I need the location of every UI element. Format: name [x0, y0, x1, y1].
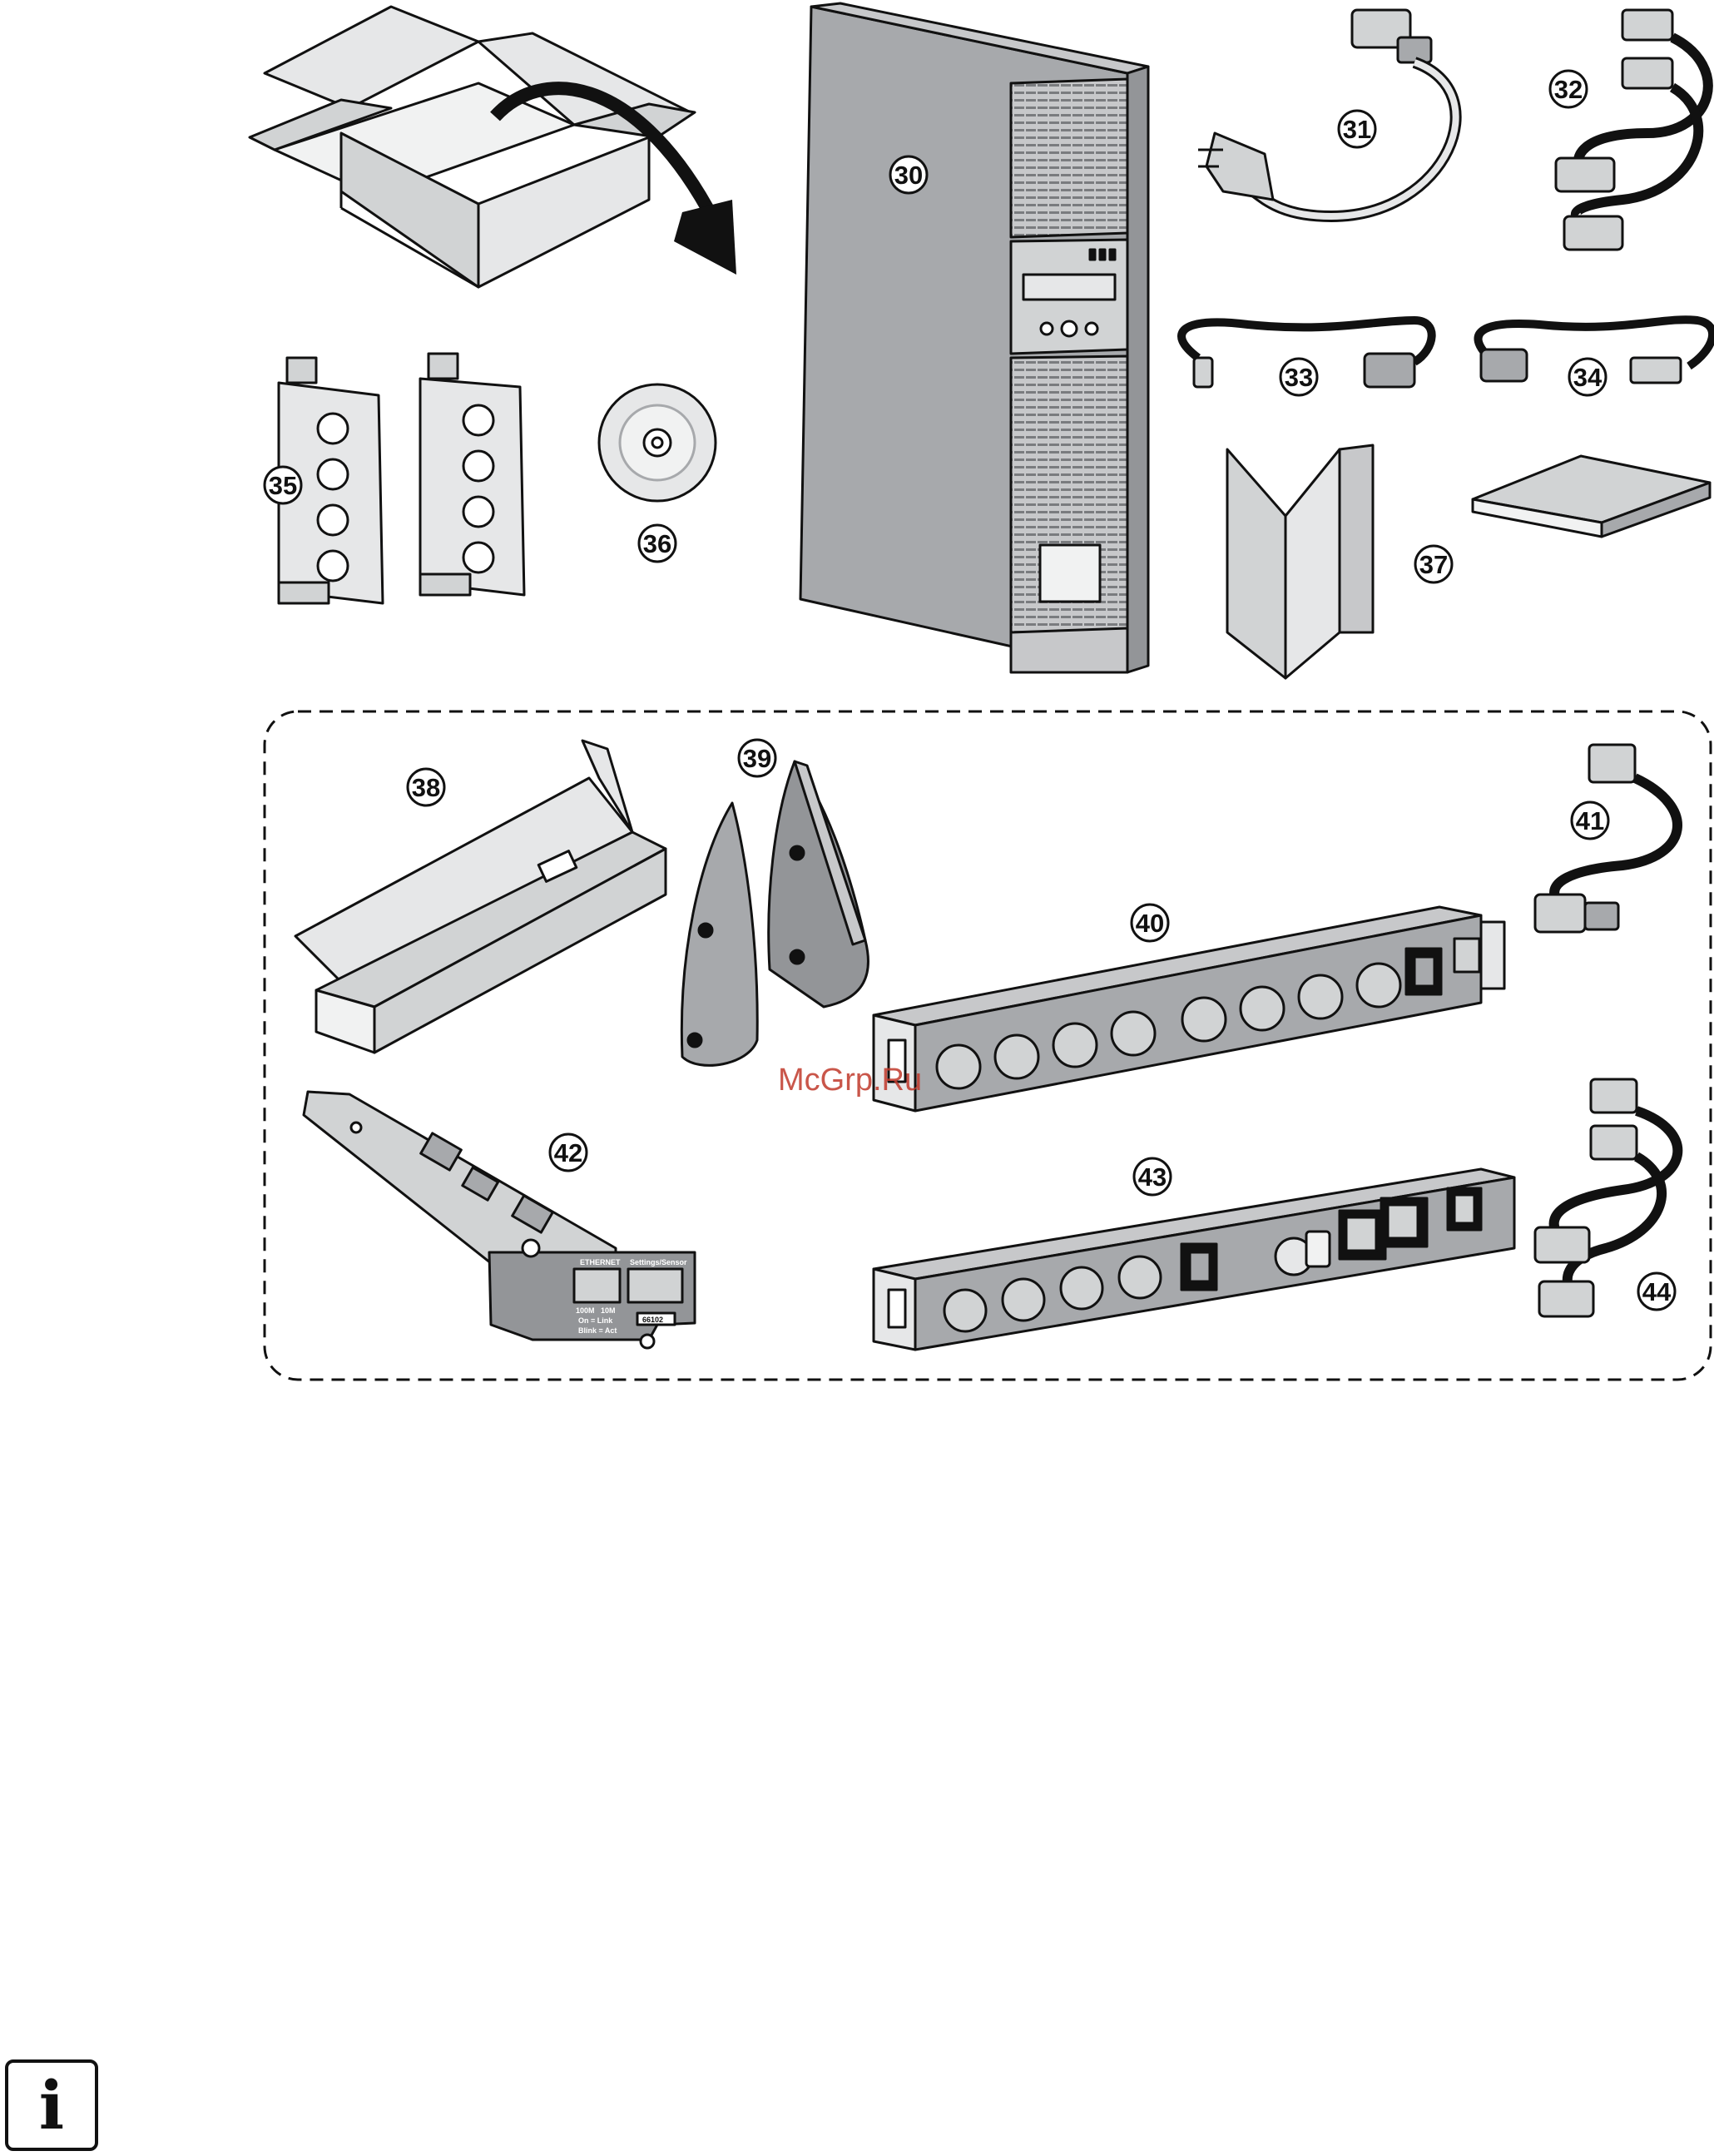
callout-34: 34 — [1569, 359, 1606, 395]
callout-33: 33 — [1281, 359, 1317, 395]
svg-text:100M: 100M — [576, 1306, 595, 1315]
callout-40: 40 — [1132, 905, 1168, 941]
svg-text:On = Link: On = Link — [578, 1316, 613, 1325]
callout-39: 39 — [739, 740, 775, 776]
watermark: McGrp.Ru — [778, 1063, 922, 1098]
svg-text:40: 40 — [1136, 909, 1164, 938]
rail-kit-box-illustration — [295, 741, 666, 1053]
info-icon-glyph: i — [39, 2072, 64, 2139]
svg-text:44: 44 — [1642, 1277, 1672, 1306]
svg-text:38: 38 — [412, 773, 440, 802]
ups-tower-illustration — [800, 3, 1148, 672]
rack-brackets-illustration — [279, 354, 524, 603]
svg-text:31: 31 — [1343, 115, 1371, 144]
callout-30: 30 — [890, 156, 927, 193]
callout-42: 42 — [550, 1134, 587, 1171]
svg-text:Blink = Act: Blink = Act — [578, 1326, 617, 1335]
folded-documentation-illustration — [1227, 445, 1373, 678]
callout-35: 35 — [265, 467, 301, 503]
svg-text:32: 32 — [1554, 75, 1583, 104]
svg-text:37: 37 — [1419, 550, 1448, 579]
svg-text:Settings/Sensor: Settings/Sensor — [630, 1258, 687, 1266]
callout-37: 37 — [1415, 546, 1452, 582]
callout-31: 31 — [1339, 111, 1375, 147]
svg-text:35: 35 — [269, 471, 297, 500]
callout-41: 41 — [1572, 802, 1608, 839]
svg-text:41: 41 — [1576, 806, 1604, 835]
callout-43: 43 — [1134, 1158, 1171, 1195]
user-manual-illustration — [1473, 456, 1710, 537]
svg-text:43: 43 — [1138, 1162, 1167, 1192]
tower-stands-illustration — [681, 761, 868, 1065]
input-cord-illustration — [1535, 745, 1677, 932]
software-cd-illustration — [599, 384, 716, 501]
callout-44: 44 — [1638, 1273, 1675, 1310]
bypass-switch-unit-43-illustration — [874, 1169, 1514, 1350]
svg-text:10M: 10M — [601, 1306, 616, 1315]
callout-32: 32 — [1550, 71, 1587, 107]
svg-text:30: 30 — [894, 161, 923, 190]
svg-text:ETHERNET: ETHERNET — [580, 1258, 621, 1266]
info-icon: i — [5, 2059, 98, 2151]
svg-text:34: 34 — [1573, 363, 1603, 392]
svg-text:33: 33 — [1285, 363, 1313, 392]
svg-text:36: 36 — [643, 529, 671, 558]
callout-38: 38 — [408, 769, 444, 805]
svg-text:42: 42 — [554, 1138, 582, 1167]
svg-text:66102: 66102 — [642, 1316, 663, 1324]
open-box-illustration — [250, 7, 736, 287]
callout-36: 36 — [639, 525, 676, 562]
output-cables-illustration — [1556, 10, 1708, 250]
network-management-card-illustration — [304, 1092, 695, 1348]
power-cord-illustration — [1198, 10, 1456, 216]
power-distribution-unit-40-illustration — [874, 907, 1504, 1111]
svg-text:39: 39 — [743, 744, 771, 773]
